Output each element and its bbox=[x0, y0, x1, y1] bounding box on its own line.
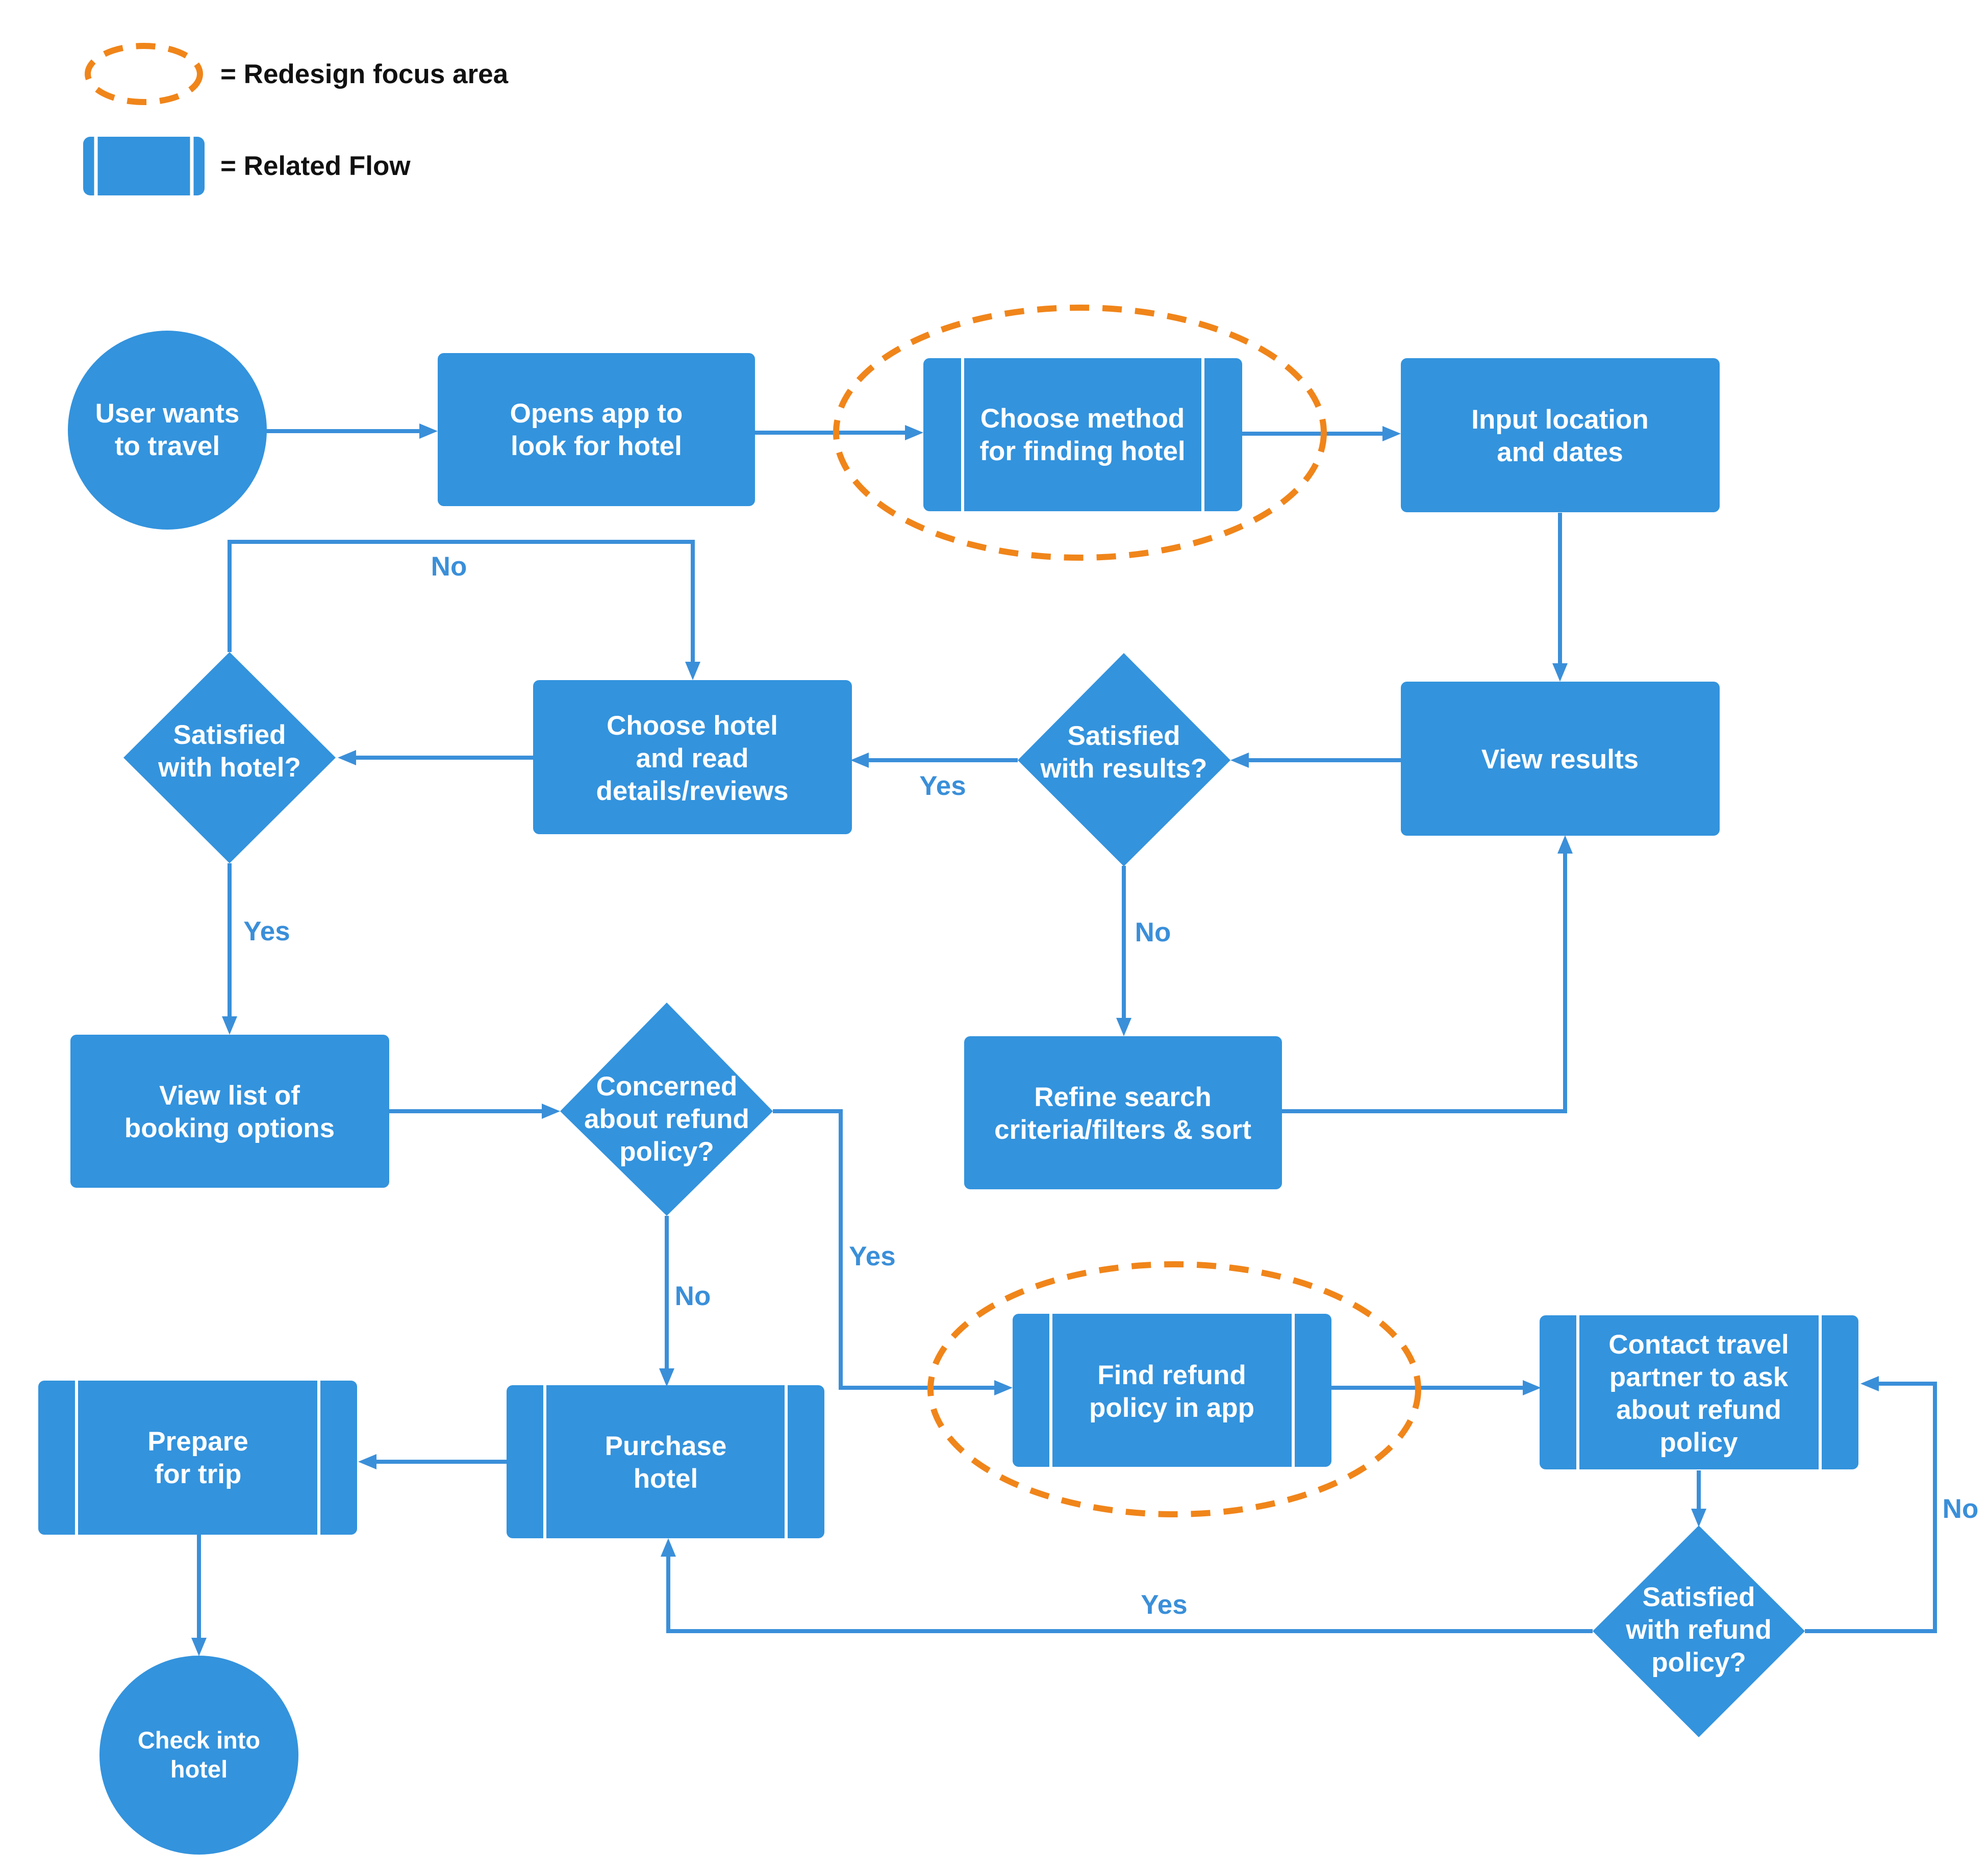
node-choose-hotel: Choose hotel and read details/reviews bbox=[533, 680, 852, 834]
label-satisfied-results-yes: Yes bbox=[919, 771, 966, 801]
svg-text:Satisfied: Satisfied bbox=[1068, 721, 1180, 751]
legend-related-label: = Related Flow bbox=[220, 151, 411, 181]
svg-text:Check into: Check into bbox=[138, 1727, 260, 1754]
node-concerned-about-refund: Concerned about refund policy? bbox=[560, 1003, 773, 1216]
label-satisfied-refund-yes: Yes bbox=[1141, 1590, 1187, 1620]
connectors bbox=[191, 423, 1937, 1656]
svg-text:View results: View results bbox=[1481, 744, 1639, 774]
svg-text:Prepare: Prepare bbox=[147, 1427, 248, 1457]
node-choose-method-related-flow: Choose method for finding hotel bbox=[923, 358, 1242, 511]
svg-text:hotel: hotel bbox=[170, 1756, 228, 1783]
svg-text:Contact travel: Contact travel bbox=[1608, 1330, 1789, 1360]
svg-text:for trip: for trip bbox=[155, 1459, 242, 1489]
node-satisfied-with-hotel: Satisfied with hotel? bbox=[123, 652, 336, 863]
arrowhead bbox=[1860, 1376, 1879, 1391]
node-opens-app: Opens app to look for hotel bbox=[438, 353, 755, 506]
arrowhead bbox=[659, 1368, 674, 1387]
node-satisfied-with-refund: Satisfied with refund policy? bbox=[1593, 1526, 1805, 1737]
svg-text:criteria/filters & sort: criteria/filters & sort bbox=[994, 1115, 1251, 1145]
legend-focus-label: = Redesign focus area bbox=[220, 59, 509, 89]
node-input-location: Input location and dates bbox=[1401, 358, 1720, 512]
legend-related-flow-symbol bbox=[83, 137, 205, 195]
arrowhead bbox=[994, 1380, 1013, 1395]
svg-text:for finding hotel: for finding hotel bbox=[979, 436, 1185, 466]
label-satisfied-results-no: No bbox=[1135, 917, 1171, 947]
svg-text:and dates: and dates bbox=[1497, 437, 1623, 467]
node-find-refund-related-flow: Find refund policy in app bbox=[1013, 1314, 1331, 1467]
svg-text:about refund: about refund bbox=[1616, 1395, 1781, 1425]
legend-focus-ellipse bbox=[85, 43, 203, 105]
label-concerned-no: No bbox=[675, 1281, 711, 1311]
focus-area-find-refund bbox=[927, 1261, 1421, 1517]
edge-concerned-yes bbox=[773, 1109, 998, 1390]
svg-text:to travel: to travel bbox=[115, 431, 220, 461]
arrowhead bbox=[222, 1016, 237, 1035]
arrowhead bbox=[1230, 753, 1249, 768]
svg-text:about refund: about refund bbox=[584, 1104, 749, 1134]
arrowhead bbox=[191, 1638, 207, 1656]
arrowhead bbox=[358, 1454, 376, 1469]
nodes: User wants to travel Opens app to look f… bbox=[38, 331, 1858, 1855]
legend: = Redesign focus area = Related Flow bbox=[83, 43, 509, 195]
node-contact-travel-partner-related-flow: Contact travel partner to ask about refu… bbox=[1540, 1315, 1858, 1469]
edge-satisfied-refund-yes bbox=[666, 1553, 1593, 1633]
node-user-wants-to-travel: User wants to travel bbox=[68, 331, 267, 530]
arrowhead bbox=[850, 753, 869, 768]
svg-text:with results?: with results? bbox=[1040, 754, 1207, 784]
node-view-booking-options: View list of booking options bbox=[70, 1035, 389, 1188]
label-satisfied-hotel-no: No bbox=[431, 552, 467, 582]
svg-text:with hotel?: with hotel? bbox=[158, 753, 301, 783]
node-check-into-hotel: Check into hotel bbox=[99, 1656, 298, 1855]
svg-text:Satisfied: Satisfied bbox=[1643, 1582, 1755, 1612]
svg-text:policy?: policy? bbox=[1651, 1647, 1746, 1678]
svg-text:Concerned: Concerned bbox=[596, 1071, 738, 1102]
svg-text:look for hotel: look for hotel bbox=[511, 431, 682, 461]
arrowhead bbox=[1382, 426, 1401, 441]
arrowhead bbox=[685, 662, 700, 680]
svg-text:Choose hotel: Choose hotel bbox=[607, 711, 778, 741]
edge-satisfied-hotel-no bbox=[228, 540, 695, 666]
svg-text:policy: policy bbox=[1659, 1428, 1738, 1458]
arrowhead bbox=[338, 750, 356, 765]
svg-text:Satisfied: Satisfied bbox=[173, 720, 286, 750]
node-satisfied-with-results: Satisfied with results? bbox=[1018, 653, 1230, 866]
focus-area-choose-method bbox=[833, 305, 1327, 561]
arrowhead bbox=[1552, 663, 1568, 682]
edge-refine-to-view-results bbox=[1282, 849, 1567, 1113]
svg-text:policy in app: policy in app bbox=[1089, 1393, 1254, 1423]
label-satisfied-hotel-yes: Yes bbox=[243, 916, 290, 946]
arrowhead bbox=[661, 1538, 676, 1557]
svg-text:partner to ask: partner to ask bbox=[1609, 1362, 1789, 1392]
arrowhead bbox=[1523, 1380, 1541, 1395]
arrowhead bbox=[542, 1104, 560, 1119]
svg-text:Find refund: Find refund bbox=[1097, 1360, 1246, 1390]
label-concerned-yes: Yes bbox=[849, 1241, 895, 1271]
arrowhead bbox=[1116, 1018, 1131, 1036]
node-prepare-for-trip-related-flow: Prepare for trip bbox=[38, 1381, 357, 1535]
svg-text:Refine search: Refine search bbox=[1034, 1082, 1212, 1112]
svg-text:Input location: Input location bbox=[1471, 405, 1648, 435]
svg-text:Choose method: Choose method bbox=[980, 404, 1185, 434]
svg-text:booking options: booking options bbox=[124, 1113, 335, 1143]
node-refine-search: Refine search criteria/filters & sort bbox=[964, 1036, 1282, 1189]
svg-text:Purchase: Purchase bbox=[605, 1431, 727, 1461]
svg-text:with refund: with refund bbox=[1625, 1615, 1772, 1645]
svg-text:details/reviews: details/reviews bbox=[596, 776, 788, 806]
svg-text:and read: and read bbox=[636, 743, 749, 773]
arrowhead bbox=[419, 423, 438, 439]
svg-text:Opens app to: Opens app to bbox=[510, 398, 683, 429]
edge-satisfied-refund-no bbox=[1805, 1382, 1937, 1633]
svg-text:hotel: hotel bbox=[634, 1464, 698, 1494]
svg-text:policy?: policy? bbox=[619, 1137, 714, 1167]
node-view-results: View results bbox=[1401, 682, 1720, 836]
arrowhead bbox=[1557, 835, 1573, 854]
node-purchase-hotel-related-flow: Purchase hotel bbox=[507, 1385, 824, 1538]
arrowhead bbox=[1691, 1509, 1706, 1527]
edge-labels: No Yes Yes No Yes No No Yes bbox=[243, 552, 1978, 1620]
svg-text:View list of: View list of bbox=[159, 1081, 300, 1111]
label-satisfied-refund-no: No bbox=[1943, 1494, 1979, 1524]
svg-text:User wants: User wants bbox=[95, 398, 240, 429]
arrowhead bbox=[905, 425, 923, 440]
